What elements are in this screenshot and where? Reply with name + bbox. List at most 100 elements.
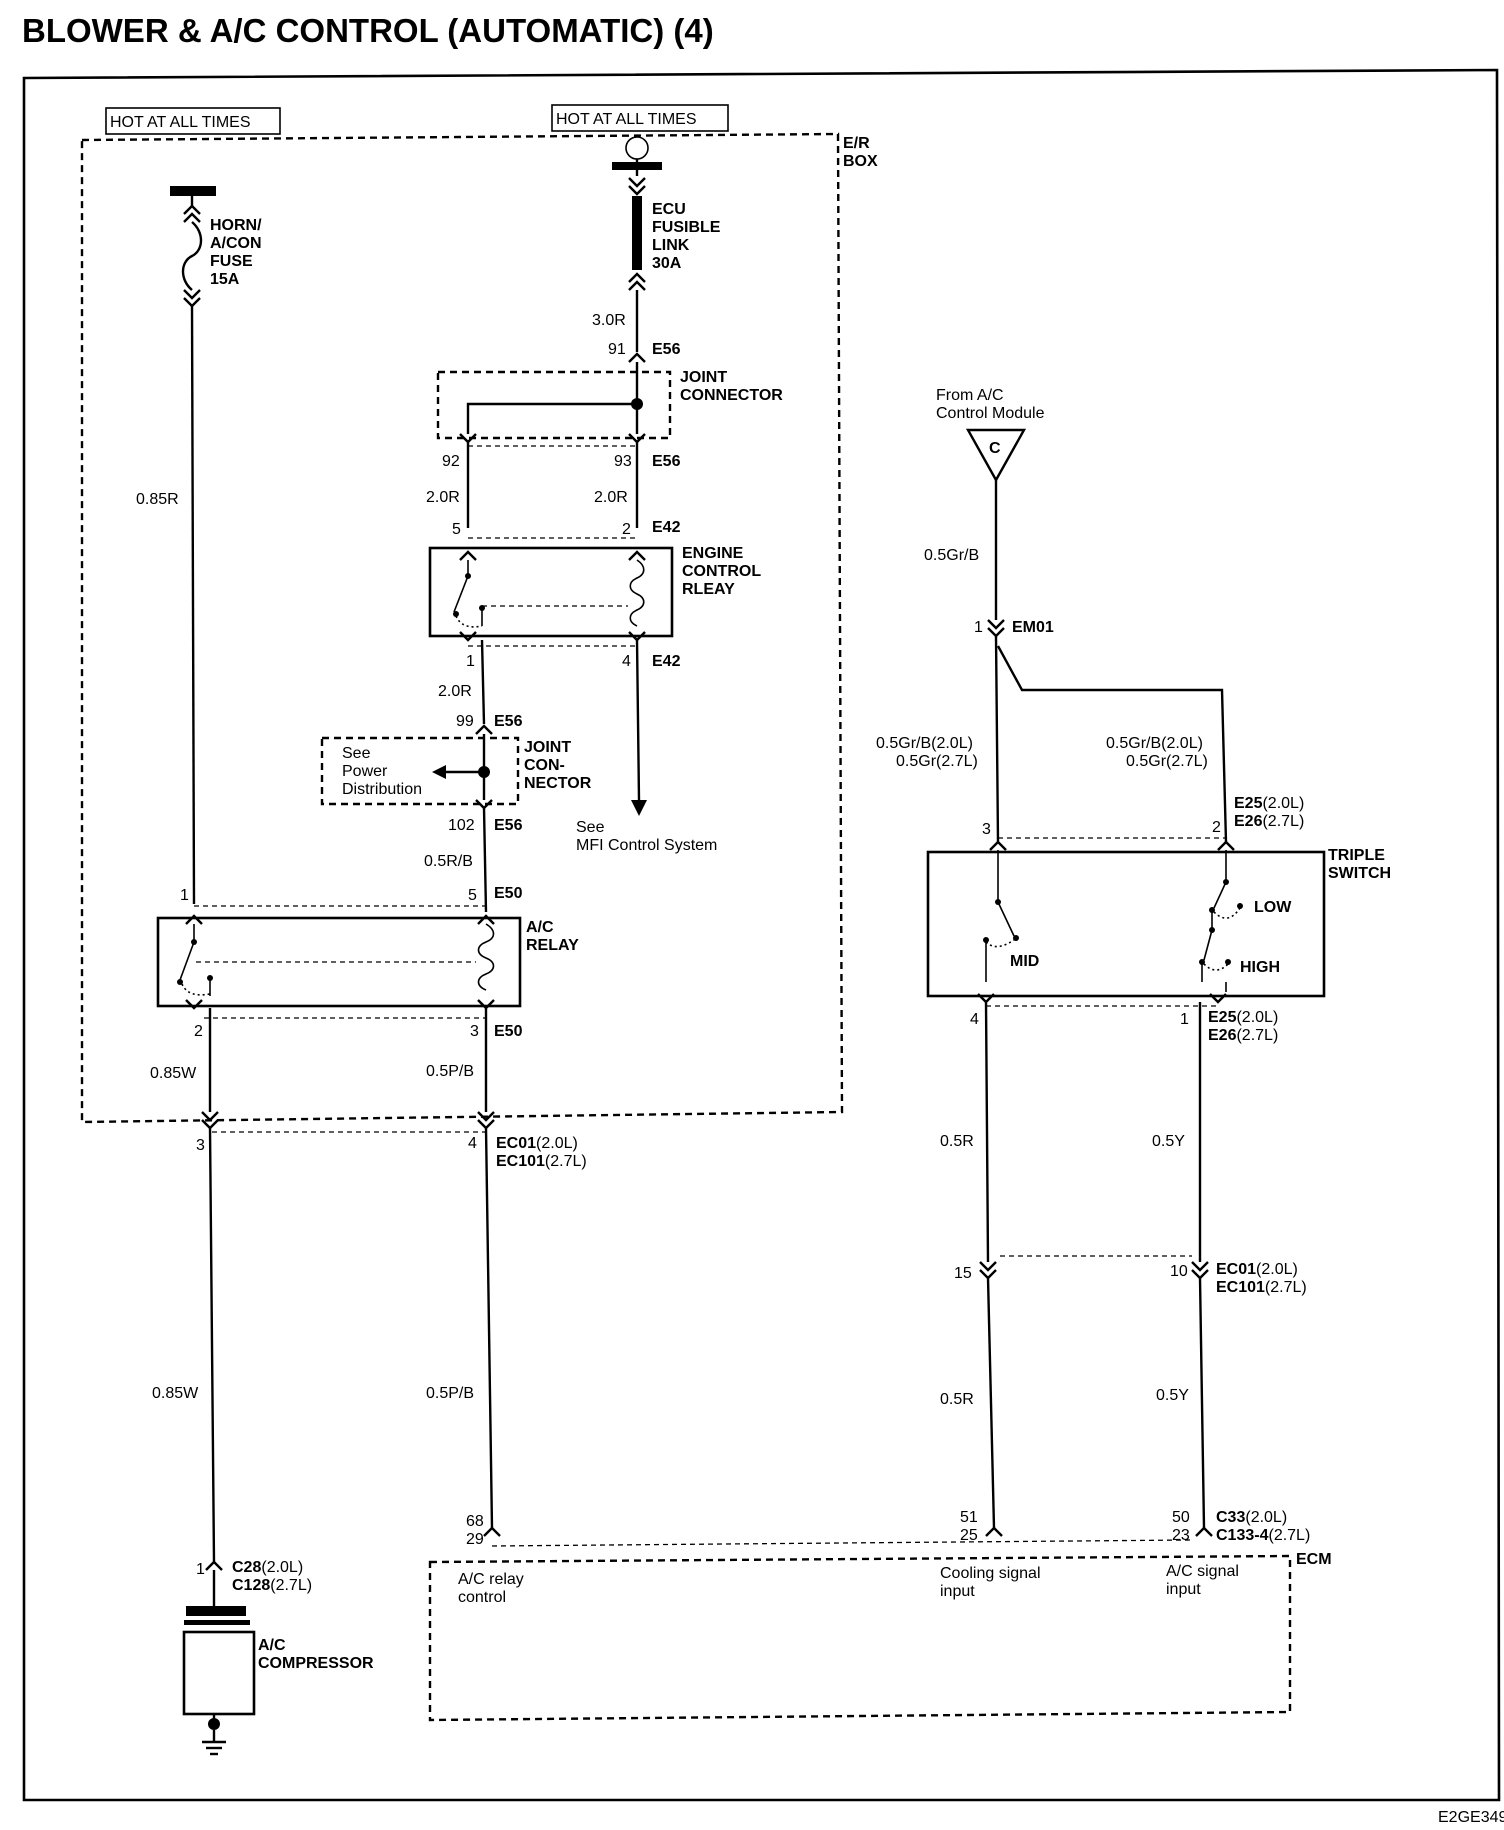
connector-c-label: C bbox=[989, 440, 1001, 457]
switch-mid: MID bbox=[1010, 953, 1039, 970]
pin-15: 15 bbox=[954, 1265, 972, 1282]
ac-compressor bbox=[182, 1606, 256, 1756]
wire-label-3-0r: 3.0R bbox=[592, 312, 626, 329]
fuse-label-4: 15A bbox=[210, 271, 240, 288]
power-label-2: Power bbox=[342, 763, 388, 780]
from-module-label-1: From A/C bbox=[936, 387, 1004, 404]
pin-4-c: 4 bbox=[468, 1135, 477, 1152]
arrow-to-power-distribution bbox=[432, 765, 446, 779]
hot-at-all-times-label-1: HOT AT ALL TIMES bbox=[110, 114, 251, 131]
conn-ec01-b: EC01(2.0L) bbox=[1216, 1261, 1298, 1278]
page-title: BLOWER & A/C CONTROL (AUTOMATIC) (4) bbox=[22, 12, 714, 49]
pin-5-a: 5 bbox=[452, 521, 461, 538]
fuse-label-2: A/CON bbox=[210, 235, 262, 252]
conn-c33: C33(2.0L) bbox=[1216, 1509, 1287, 1526]
conn-e50-a: E50 bbox=[494, 885, 523, 902]
wire-0-85r bbox=[190, 305, 196, 905]
ecu-fusible-link bbox=[612, 136, 662, 291]
fusible-label-1: ECU bbox=[652, 201, 686, 218]
mfi-label-1: See bbox=[576, 819, 605, 836]
joint-connector-1 bbox=[436, 370, 672, 440]
wire-label-0-5rb: 0.5R/B bbox=[424, 853, 473, 870]
joint2-label-2: CON- bbox=[524, 757, 565, 774]
pin-102: 102 bbox=[448, 817, 475, 834]
ecr-label-3: RLEAY bbox=[682, 581, 735, 598]
horn-acon-fuse bbox=[170, 186, 216, 308]
switch-high: HIGH bbox=[1240, 959, 1280, 976]
page-frame bbox=[22, 68, 1501, 1802]
pin-10: 10 bbox=[1170, 1263, 1188, 1280]
pin-4-a: 4 bbox=[622, 653, 631, 670]
wire-label-grb: 0.5Gr/B bbox=[924, 547, 979, 564]
ecr-label-1: ENGINE bbox=[682, 545, 744, 562]
from-module-label-2: Control Module bbox=[936, 405, 1045, 422]
wire-label-0-5pb-b: 0.5P/B bbox=[426, 1385, 474, 1402]
wire-label-2-0r-c: 2.0R bbox=[438, 683, 472, 700]
wire-label-0-5y-b: 0.5Y bbox=[1156, 1387, 1189, 1404]
conn-e56-a: E56 bbox=[652, 341, 681, 358]
conn-ec101-b: EC101(2.7L) bbox=[1216, 1279, 1307, 1296]
hot-at-all-times-box-1 bbox=[105, 107, 281, 135]
ecm-box bbox=[428, 1554, 1292, 1722]
wire-label-grl-1: 0.5Gr/B(2.0L) bbox=[876, 735, 973, 752]
conn-e56-c: E56 bbox=[494, 713, 523, 730]
conn-e26-a: E26(2.7L) bbox=[1234, 813, 1304, 830]
pin-2-e: 2 bbox=[1212, 819, 1221, 836]
ac-relay bbox=[156, 914, 522, 1010]
conn-e56-d: E56 bbox=[494, 817, 523, 834]
pin-4-e: 4 bbox=[970, 1011, 979, 1028]
joint-connector-2 bbox=[320, 736, 520, 806]
triple-switch bbox=[926, 840, 1326, 1004]
compressor-label-1: A/C bbox=[258, 1637, 286, 1654]
pin-23: 23 bbox=[1172, 1527, 1190, 1544]
conn-c28: C28(2.0L) bbox=[232, 1559, 303, 1576]
er-box-label-2: BOX bbox=[843, 153, 878, 170]
fusible-label-2: FUSIBLE bbox=[652, 219, 721, 236]
pin-1-d: 1 bbox=[196, 1561, 205, 1578]
joint1-label-1: JOINT bbox=[680, 369, 727, 386]
wire-label-grr-1: 0.5Gr/B(2.0L) bbox=[1106, 735, 1203, 752]
conn-e26-b: E26(2.7L) bbox=[1208, 1027, 1278, 1044]
conn-em01: EM01 bbox=[1012, 619, 1054, 636]
hot-at-all-times-box-2 bbox=[551, 104, 729, 132]
wire-label-0-5r-a: 0.5R bbox=[940, 1133, 974, 1150]
pin-51: 51 bbox=[960, 1509, 978, 1526]
mfi-label-2: MFI Control System bbox=[576, 837, 717, 854]
fuse-label-3: FUSE bbox=[210, 253, 253, 270]
pin-99: 99 bbox=[456, 713, 474, 730]
conn-ec01-a: EC01(2.0L) bbox=[496, 1135, 578, 1152]
wire-label-0-85w-b: 0.85W bbox=[152, 1385, 199, 1402]
pin-1-b: 1 bbox=[180, 887, 189, 904]
pin-1-a: 1 bbox=[466, 653, 475, 670]
pin-29: 29 bbox=[466, 1531, 484, 1548]
er-box-outline bbox=[80, 132, 844, 1124]
wire-0-5pb bbox=[484, 1127, 494, 1529]
triple-label-1: TRIPLE bbox=[1328, 847, 1385, 864]
fusible-label-3: LINK bbox=[652, 237, 690, 254]
wire-label-grl-2: 0.5Gr(2.7L) bbox=[896, 753, 978, 770]
pin-3-e: 3 bbox=[982, 821, 991, 838]
fuse-label-1: HORN/ bbox=[210, 217, 262, 234]
fusible-label-4: 30A bbox=[652, 255, 682, 272]
ecm-input-signal-2: input bbox=[1166, 1581, 1201, 1598]
conn-e50-b: E50 bbox=[494, 1023, 523, 1040]
joint1-label-2: CONNECTOR bbox=[680, 387, 783, 404]
conn-e25-b: E25(2.0L) bbox=[1208, 1009, 1278, 1026]
wire-label-0-85r: 0.85R bbox=[136, 491, 179, 508]
pin-2-b: 2 bbox=[194, 1023, 203, 1040]
wire-label-2-0r-b: 2.0R bbox=[594, 489, 628, 506]
ecm-input-cooling-2: input bbox=[940, 1583, 975, 1600]
pin-50: 50 bbox=[1172, 1509, 1190, 1526]
ecm-input-relay-2: control bbox=[458, 1589, 506, 1606]
conn-c128: C128(2.7L) bbox=[232, 1577, 312, 1594]
pin-5-b: 5 bbox=[468, 887, 477, 904]
conn-ec101-a: EC101(2.7L) bbox=[496, 1153, 587, 1170]
conn-e42-b: E42 bbox=[652, 653, 681, 670]
pin-91: 91 bbox=[608, 341, 626, 358]
ecr-label-2: CONTROL bbox=[682, 563, 761, 580]
ecm-input-relay-1: A/C relay bbox=[458, 1571, 524, 1588]
engine-control-relay bbox=[428, 546, 674, 642]
ecm-label: ECM bbox=[1296, 1551, 1332, 1568]
conn-c133: C133-4(2.7L) bbox=[1216, 1527, 1310, 1544]
pin-3-b: 3 bbox=[470, 1023, 479, 1040]
